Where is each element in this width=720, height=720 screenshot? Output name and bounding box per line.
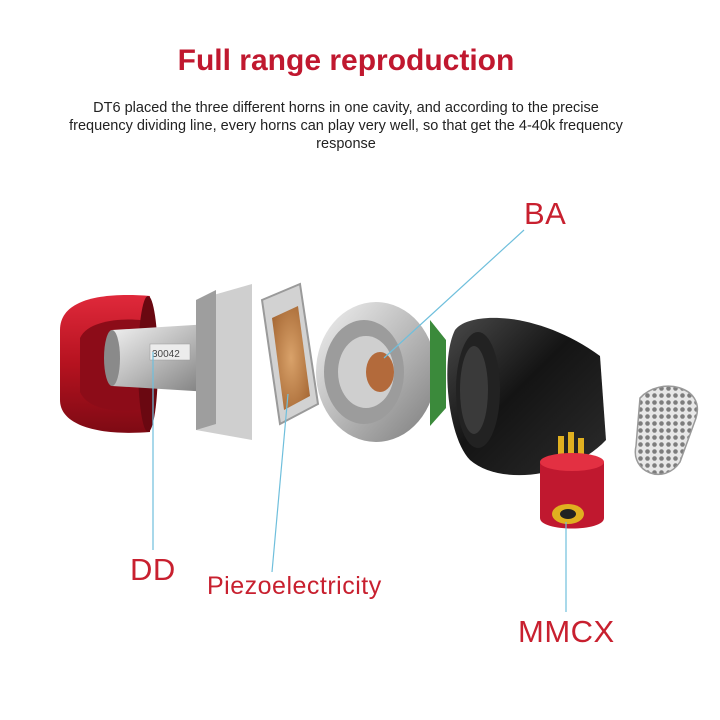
- nozzle-housing: 30042: [104, 284, 252, 440]
- ba-driver: [316, 302, 446, 442]
- mmcx-label: MMCX: [518, 614, 615, 649]
- piezo-leader-line: [271, 393, 289, 573]
- description-text: DT6 placed the three different horns in …: [69, 100, 623, 152]
- part-marking: 30042: [152, 349, 180, 360]
- piezo-plate: [260, 282, 320, 426]
- ba-leader-line: [383, 229, 525, 359]
- page-title: Full range reproduction: [177, 44, 515, 77]
- ba-label: BA: [524, 196, 567, 231]
- piezoelectricity-label: Piezoelectricity: [207, 572, 382, 600]
- earphone-shell: [447, 317, 606, 476]
- mesh-filter: [634, 385, 699, 475]
- mmcx-connector: [540, 432, 604, 529]
- leader-lines: [152, 229, 567, 612]
- dd-label: DD: [130, 552, 176, 587]
